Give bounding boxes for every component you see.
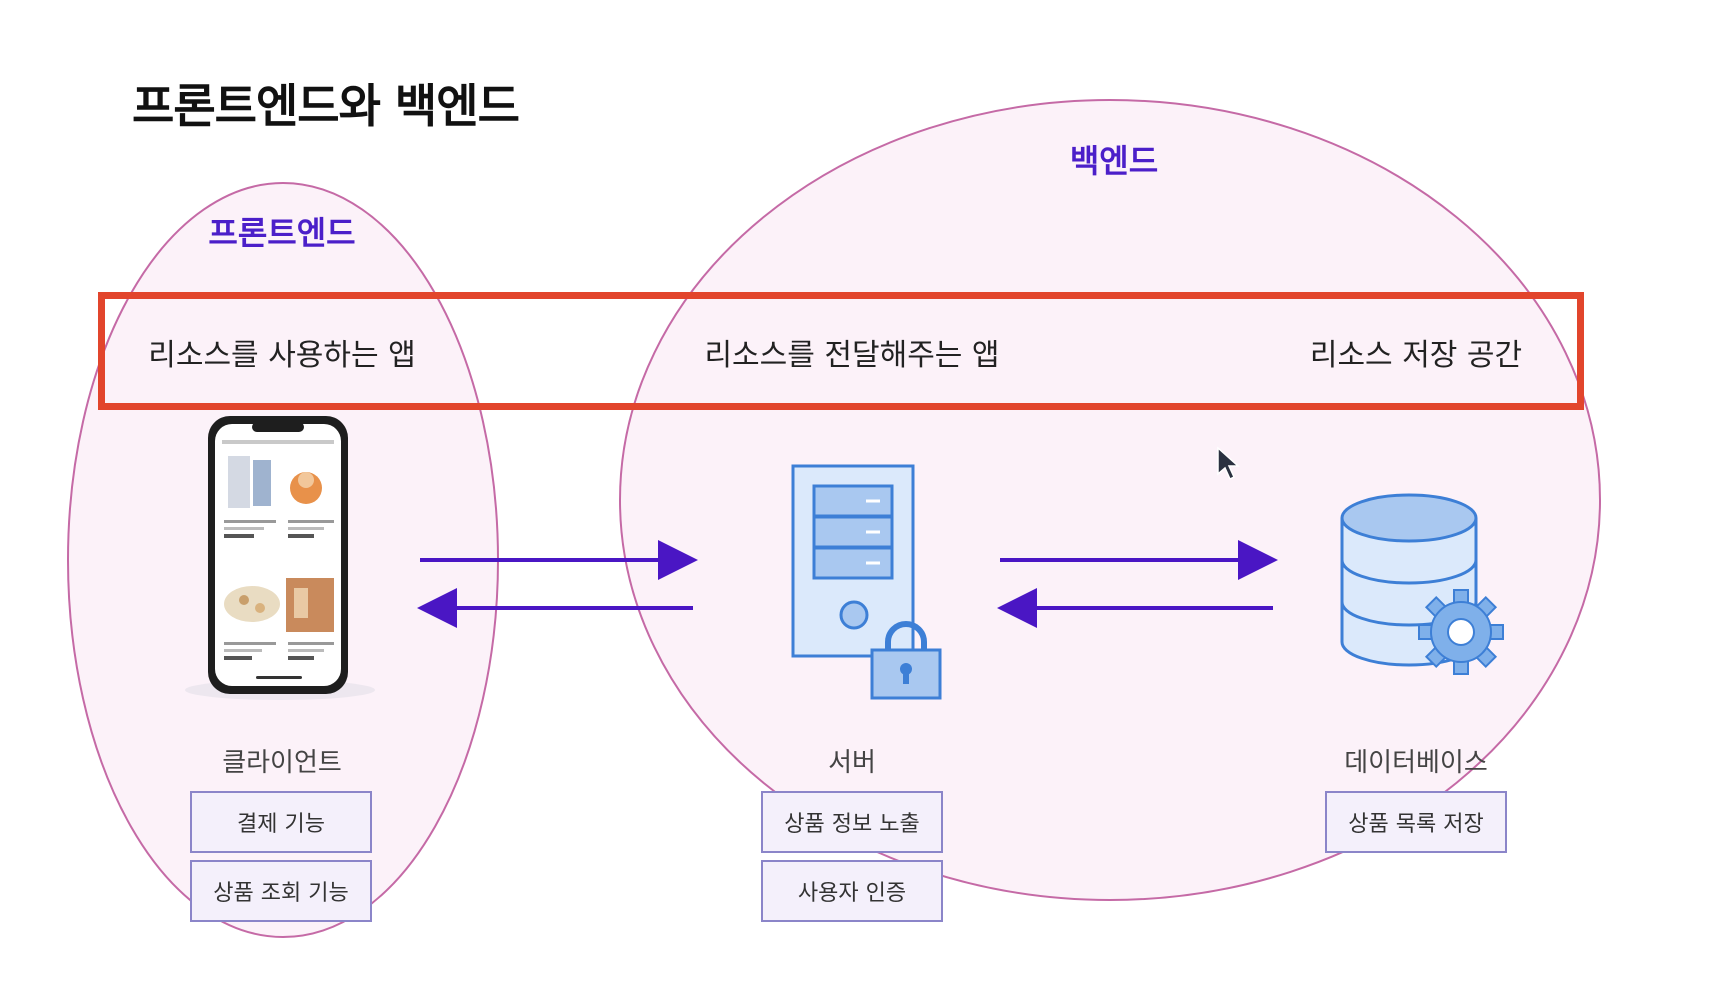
backend-region-label: 백엔드 (1069, 142, 1159, 180)
client-feature-product-view: 상품 조회 기능 (190, 860, 372, 922)
page-title: 프론트엔드와 백엔드 (132, 79, 520, 133)
client-node-label: 클라이언트 (222, 748, 342, 778)
role-highlight-box (98, 292, 1584, 410)
frontend-region-label: 프론트엔드 (208, 214, 356, 252)
database-gear-icon (1340, 493, 1504, 675)
db-feature-product-list: 상품 목록 저장 (1325, 791, 1507, 853)
db-role-label: 리소스 저장 공간 (1309, 338, 1523, 373)
server-feature-user-auth: 사용자 인증 (761, 860, 943, 922)
server-feature-product-info: 상품 정보 노출 (761, 791, 943, 853)
server-lock-icon (791, 464, 942, 700)
database-node-label: 데이터베이스 (1344, 748, 1488, 778)
client-feature-payment: 결제 기능 (190, 791, 372, 853)
server-role-label: 리소스를 전달해주는 앱 (704, 338, 1000, 373)
smartphone-icon (185, 416, 375, 700)
server-node-label: 서버 (828, 748, 876, 778)
cursor-icon (1217, 446, 1240, 481)
backend-ellipse (619, 99, 1601, 901)
client-role-label: 리소스를 사용하는 앱 (148, 338, 416, 373)
